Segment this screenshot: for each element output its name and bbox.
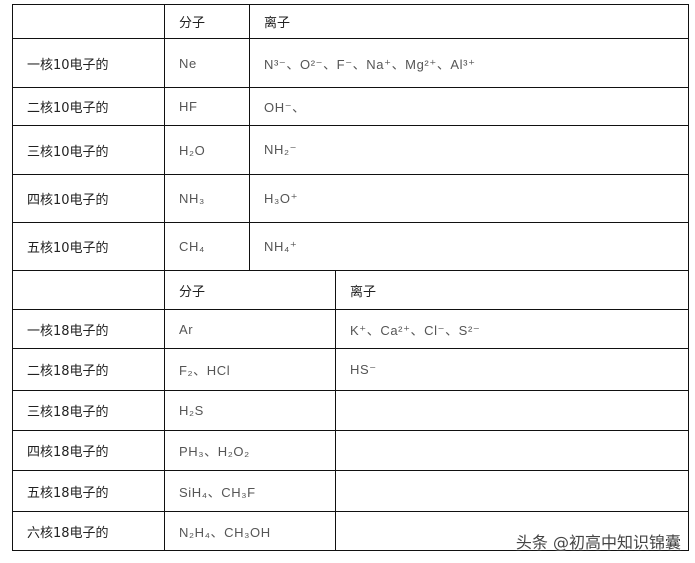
- molecule-cell: HF: [164, 87, 250, 126]
- table-row: 三核18电子的 H₂S: [12, 390, 689, 431]
- table-row: 一核18电子的 Ar K⁺、Ca²⁺、Cl⁻、S²⁻: [12, 309, 689, 349]
- row-label: 二核18电子的: [12, 348, 165, 391]
- eighteen-electron-table: 分子 离子 一核18电子的 Ar K⁺、Ca²⁺、Cl⁻、S²⁻ 二核18电子的…: [12, 270, 689, 551]
- row-label: 五核18电子的: [12, 470, 165, 512]
- molecule-cell: PH₃、H₂O₂: [164, 430, 336, 471]
- header-empty: [12, 4, 165, 39]
- table-row: 五核18电子的 SiH₄、CH₃F: [12, 470, 689, 512]
- molecule-cell: N₂H₄、CH₃OH: [164, 511, 336, 551]
- row-label: 三核10电子的: [12, 125, 165, 175]
- ion-cell: NH₄⁺: [249, 222, 689, 271]
- table-row: 六核18电子的 N₂H₄、CH₃OH: [12, 511, 689, 551]
- table-row: 二核18电子的 F₂、HCl HS⁻: [12, 348, 689, 391]
- row-label: 二核10电子的: [12, 87, 165, 126]
- ion-cell: [335, 470, 689, 512]
- header-molecule: 分子: [164, 270, 336, 310]
- molecule-cell: H₂S: [164, 390, 336, 431]
- table-header-row: 分子 离子: [12, 4, 689, 39]
- ion-cell: OH⁻、: [249, 87, 689, 126]
- table-header-row: 分子 离子: [12, 270, 689, 310]
- molecule-cell: Ne: [164, 38, 250, 88]
- row-label: 五核10电子的: [12, 222, 165, 271]
- ion-cell: [335, 511, 689, 551]
- header-molecule: 分子: [164, 4, 250, 39]
- header-ion: 离子: [335, 270, 689, 310]
- ion-cell: HS⁻: [335, 348, 689, 391]
- row-label: 三核18电子的: [12, 390, 165, 431]
- molecule-cell: F₂、HCl: [164, 348, 336, 391]
- header-empty: [12, 270, 165, 310]
- table-row: 二核10电子的 HF OH⁻、: [12, 87, 689, 126]
- table-row: 四核18电子的 PH₃、H₂O₂: [12, 430, 689, 471]
- row-label: 四核10电子的: [12, 174, 165, 223]
- watermark: 头条 @初高中知识锦囊: [515, 533, 681, 552]
- ion-cell: K⁺、Ca²⁺、Cl⁻、S²⁻: [335, 309, 689, 349]
- table-row: 一核10电子的 Ne N³⁻、O²⁻、F⁻、Na⁺、Mg²⁺、Al³⁺: [12, 38, 689, 88]
- row-label: 六核18电子的: [12, 511, 165, 551]
- row-label: 一核18电子的: [12, 309, 165, 349]
- molecule-cell: CH₄: [164, 222, 250, 271]
- ion-cell: N³⁻、O²⁻、F⁻、Na⁺、Mg²⁺、Al³⁺: [249, 38, 689, 88]
- row-label: 四核18电子的: [12, 430, 165, 471]
- molecule-cell: NH₃: [164, 174, 250, 223]
- molecule-cell: Ar: [164, 309, 336, 349]
- ion-cell: [335, 390, 689, 431]
- table-row: 五核10电子的 CH₄ NH₄⁺: [12, 222, 689, 271]
- molecule-cell: H₂O: [164, 125, 250, 175]
- ion-cell: [335, 430, 689, 471]
- ten-electron-table: 分子 离子 一核10电子的 Ne N³⁻、O²⁻、F⁻、Na⁺、Mg²⁺、Al³…: [12, 4, 689, 271]
- table-row: 三核10电子的 H₂O NH₂⁻: [12, 125, 689, 175]
- molecule-cell: SiH₄、CH₃F: [164, 470, 336, 512]
- table-row: 四核10电子的 NH₃ H₃O⁺: [12, 174, 689, 223]
- header-ion: 离子: [249, 4, 689, 39]
- row-label: 一核10电子的: [12, 38, 165, 88]
- ion-cell: H₃O⁺: [249, 174, 689, 223]
- ion-cell: NH₂⁻: [249, 125, 689, 175]
